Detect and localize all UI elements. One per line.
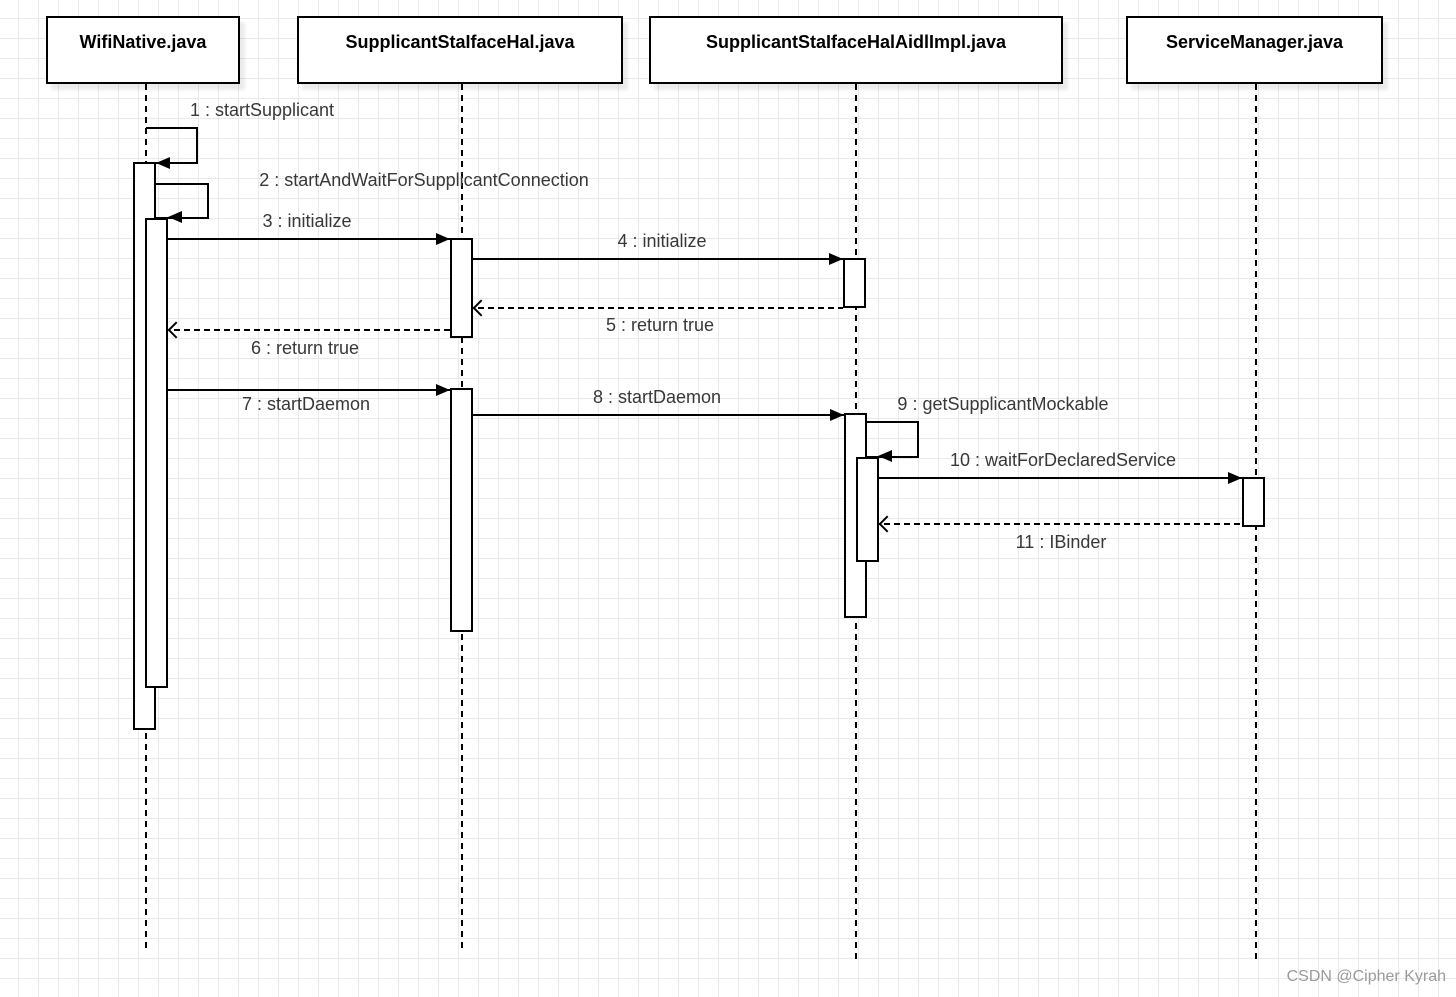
- participant-box-supplicantstaifacehalaidlimpl: SupplicantStaIfaceHalAidlImpl.java: [649, 16, 1063, 84]
- participant-label: WifiNative.java: [79, 31, 207, 52]
- message-8-label: 8 : startDaemon: [592, 387, 722, 407]
- message-6-line: [174, 329, 450, 331]
- arrowhead-solid-icon: [830, 409, 844, 421]
- participant-label: SupplicantStaIfaceHalAidlImpl.java: [705, 31, 1007, 52]
- activation-bar-wifinative-inner: [145, 218, 168, 688]
- message-2-self-loop: [156, 183, 209, 219]
- arrowhead-solid-icon: [156, 157, 170, 169]
- csdn-watermark: CSDN @Cipher Kyrah: [1286, 968, 1446, 985]
- participant-box-wifinative: WifiNative.java: [46, 16, 240, 84]
- arrowhead-solid-icon: [878, 450, 892, 462]
- message-4-label: 4 : initialize: [617, 231, 707, 251]
- message-3-line: [168, 238, 450, 240]
- participant-box-supplicantstaifacehal: SupplicantStaIfaceHal.java: [297, 16, 623, 84]
- arrowhead-solid-icon: [1228, 472, 1242, 484]
- activation-bar-aidlimpl-inner: [856, 457, 879, 562]
- message-9-label: 9 : getSupplicantMockable: [897, 394, 1109, 414]
- activation-bar-hal-startdaemon: [450, 388, 473, 632]
- message-5-label: 5 : return true: [605, 315, 715, 335]
- arrowhead-solid-icon: [168, 211, 182, 223]
- activation-bar-servicemanager: [1242, 477, 1265, 527]
- arrowhead-open-icon: [167, 321, 185, 339]
- message-9-self-loop: [866, 421, 919, 458]
- activation-bar-aidlimpl-initialize: [843, 258, 866, 308]
- arrowhead-solid-icon: [829, 253, 843, 265]
- message-11-label: 11 : IBinder: [1015, 532, 1107, 552]
- message-2-label: 2 : startAndWaitForSupplicantConnection: [259, 170, 589, 190]
- arrowhead-solid-icon: [436, 233, 450, 245]
- message-3-label: 3 : initialize: [262, 211, 352, 231]
- message-6-label: 6 : return true: [250, 338, 360, 358]
- participant-box-servicemanager: ServiceManager.java: [1126, 16, 1383, 84]
- arrowhead-open-icon: [472, 299, 490, 317]
- participant-label: ServiceManager.java: [1165, 31, 1344, 52]
- message-5-line: [478, 307, 843, 309]
- message-10-label: 10 : waitForDeclaredService: [949, 450, 1177, 470]
- message-11-line: [884, 523, 1242, 525]
- activation-bar-hal-initialize: [450, 238, 473, 338]
- message-10-line: [879, 477, 1242, 479]
- message-1-label: 1 : startSupplicant: [189, 100, 335, 120]
- arrowhead-open-icon: [878, 515, 896, 533]
- message-7-label: 7 : startDaemon: [241, 394, 371, 414]
- participant-label: SupplicantStaIfaceHal.java: [345, 31, 575, 52]
- message-1-self-loop: [146, 127, 198, 164]
- arrowhead-solid-icon: [436, 384, 450, 396]
- message-8-line: [473, 414, 844, 416]
- message-4-line: [473, 258, 843, 260]
- message-7-line: [168, 389, 450, 391]
